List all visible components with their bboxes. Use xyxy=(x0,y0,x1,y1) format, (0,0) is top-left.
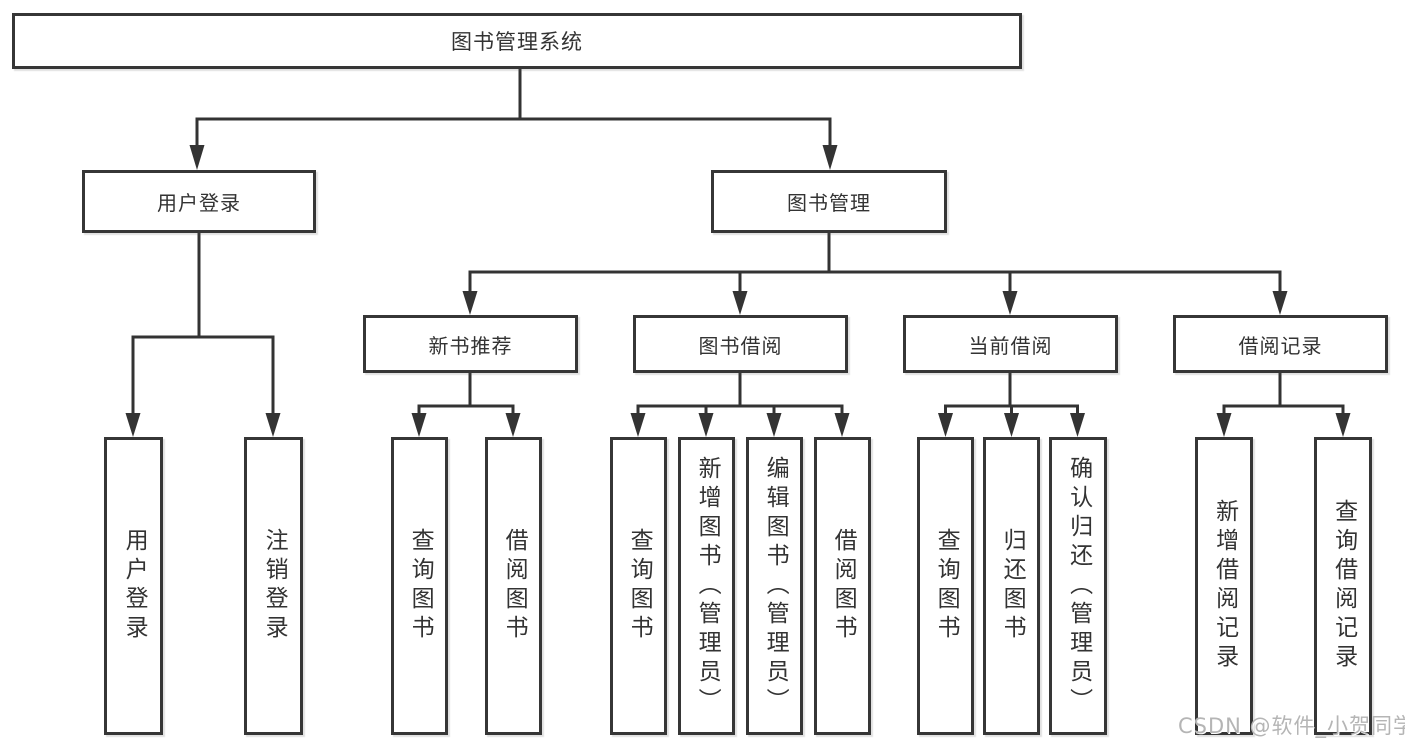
node-user-login-label: 用户登录 xyxy=(157,191,241,215)
node-user-login: 用户登录 xyxy=(82,170,316,233)
leaf-newbook-query-books: 查询图书 xyxy=(391,437,448,735)
node-system-root: 图书管理系统 xyxy=(12,13,1022,69)
leaf-newbook-borrow-books-label: 借阅图书 xyxy=(501,528,528,644)
node-current-borrowing-label: 当前借阅 xyxy=(968,333,1053,358)
connector-book-mgmt-branch xyxy=(468,233,1282,293)
leaf-borrow-query-books-label: 查询图书 xyxy=(626,528,653,644)
connector-borrow-record-branch xyxy=(1222,373,1345,416)
node-book-borrowing-label: 图书借阅 xyxy=(698,333,783,358)
leaf-confirm-return-admin-label: 确认归还（管理员） xyxy=(1065,455,1092,717)
leaf-current-query-books: 查询图书 xyxy=(917,437,974,735)
leaf-borrow-books: 借阅图书 xyxy=(814,437,871,735)
leaf-logout: 注销登录 xyxy=(244,437,303,735)
csdn-watermark: CSDN @软件_小贺同学 xyxy=(1178,714,1405,738)
leaf-user-login-label: 用户登录 xyxy=(121,528,148,644)
arrowheads xyxy=(125,145,1351,437)
leaf-add-books-admin-label: 新增图书（管理员） xyxy=(694,455,721,717)
node-borrowing-records: 借阅记录 xyxy=(1173,315,1388,373)
leaf-logout-label: 注销登录 xyxy=(261,528,288,644)
connector-new-book-branch xyxy=(417,373,515,416)
node-current-borrowing: 当前借阅 xyxy=(903,315,1118,373)
node-new-book-recommend-label: 新书推荐 xyxy=(428,333,513,358)
connector-user-login-branch xyxy=(131,233,275,416)
leaf-borrow-query-books: 查询图书 xyxy=(610,437,667,735)
leaf-newbook-query-books-label: 查询图书 xyxy=(407,528,434,644)
leaf-query-borrow-record-label: 查询借阅记录 xyxy=(1330,499,1357,673)
leaf-add-borrow-record: 新增借阅记录 xyxy=(1195,437,1253,735)
node-book-borrowing: 图书借阅 xyxy=(633,315,848,373)
node-book-management: 图书管理 xyxy=(711,170,947,233)
leaf-query-borrow-record: 查询借阅记录 xyxy=(1314,437,1372,735)
leaf-current-query-books-label: 查询图书 xyxy=(933,528,960,644)
leaf-newbook-borrow-books: 借阅图书 xyxy=(485,437,542,735)
leaf-confirm-return-admin: 确认归还（管理员） xyxy=(1049,437,1107,735)
connector-root-to-level2 xyxy=(195,69,832,148)
node-book-management-label: 图书管理 xyxy=(787,191,871,215)
connector-current-borrow-branch xyxy=(944,373,1079,416)
leaf-add-books-admin: 新增图书（管理员） xyxy=(678,437,735,735)
leaf-user-login: 用户登录 xyxy=(104,437,163,735)
node-new-book-recommend: 新书推荐 xyxy=(363,315,578,373)
node-borrowing-records-label: 借阅记录 xyxy=(1238,333,1323,358)
leaf-add-borrow-record-label: 新增借阅记录 xyxy=(1211,499,1238,673)
leaf-edit-books-admin: 编辑图书（管理员） xyxy=(746,437,803,735)
leaf-edit-books-admin-label: 编辑图书（管理员） xyxy=(762,455,789,717)
leaf-return-books-label: 归还图书 xyxy=(999,528,1026,644)
leaf-return-books: 归还图书 xyxy=(983,437,1040,735)
leaf-borrow-books-label: 借阅图书 xyxy=(830,528,857,644)
connector-book-borrow-branch xyxy=(636,373,844,416)
node-system-root-label: 图书管理系统 xyxy=(451,30,583,54)
